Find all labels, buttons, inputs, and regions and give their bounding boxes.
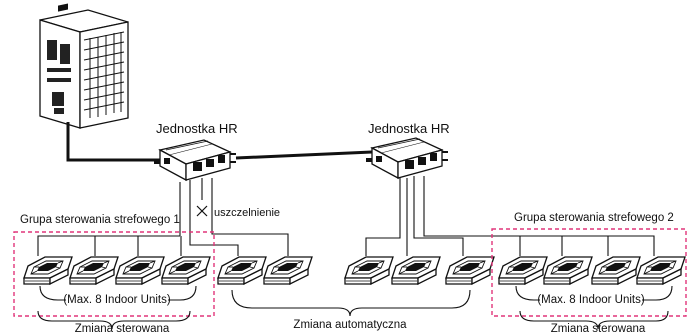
cassette-indoor-unit-icon xyxy=(263,256,313,285)
outdoor-pipe xyxy=(66,122,166,162)
automatic-change-brace xyxy=(231,289,471,317)
max-units-label-2: (Max. 8 Indoor Units) xyxy=(537,294,645,306)
cassette-indoor-unit-icon xyxy=(115,256,165,285)
zone-group-1-label: Grupa sterowania strefowego 1 xyxy=(20,214,180,226)
cassette-indoor-units xyxy=(23,256,686,285)
controlled-change-label-1: Zmiana sterowana xyxy=(75,323,170,333)
cassette-indoor-unit-icon xyxy=(445,256,495,285)
automatic-change-label: Zmiana automatyczna xyxy=(293,319,407,331)
seal-cross-icon xyxy=(196,205,208,217)
cassette-indoor-unit-icon xyxy=(217,256,267,285)
zone-group-2-box xyxy=(491,228,687,317)
cassette-indoor-unit-icon xyxy=(161,256,211,285)
hr-unit-label-2: Jednostka HR xyxy=(368,121,450,136)
hr-unit-label-1: Jednostka HR xyxy=(156,121,238,136)
hr-unit-icon xyxy=(365,137,449,179)
cassette-indoor-unit-icon xyxy=(391,256,441,285)
max-units-label-bg-2 xyxy=(540,292,642,306)
sealing-label: uszczelnienie xyxy=(214,207,280,219)
cassette-indoor-unit-icon xyxy=(498,256,548,285)
max-units-label-1: (Max. 8 Indoor Units) xyxy=(63,294,171,306)
cassette-indoor-unit-icon xyxy=(591,256,641,285)
outdoor-unit-icon xyxy=(39,3,129,129)
cassette-indoor-unit-icon xyxy=(543,256,593,285)
cassette-indoor-unit-icon xyxy=(23,256,73,285)
zone-group-2-label: Grupa sterowania strefowego 2 xyxy=(514,212,674,224)
controlled-change-brace-1 xyxy=(37,310,191,330)
cassette-indoor-unit-icon xyxy=(636,256,686,285)
cassette-indoor-unit-icon xyxy=(344,256,394,285)
controlled-change-brace-2 xyxy=(519,310,669,330)
hr2-branches xyxy=(365,176,655,256)
hr-unit-icon xyxy=(153,139,237,181)
max-units-label-bg-1 xyxy=(66,292,168,306)
hr-link-pipe xyxy=(235,150,373,160)
cassette-indoor-unit-icon xyxy=(69,256,119,285)
zone-group-1-box xyxy=(13,231,215,317)
controlled-change-label-2: Zmiana sterowana xyxy=(551,323,646,333)
